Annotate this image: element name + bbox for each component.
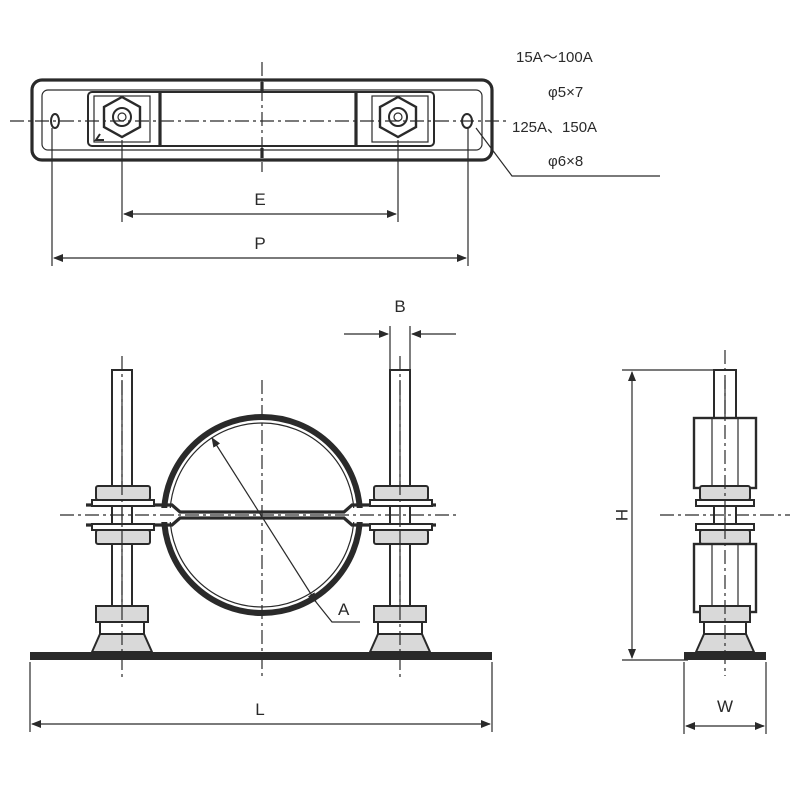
dim-E: E bbox=[121, 140, 399, 222]
dim-L: L bbox=[29, 662, 493, 732]
label-B: B bbox=[394, 297, 405, 316]
label-L: L bbox=[255, 700, 264, 719]
dim-W: W bbox=[683, 662, 767, 734]
side-view bbox=[660, 350, 790, 676]
note-hole-1: φ5×7 bbox=[548, 84, 583, 101]
note-hole-2: φ6×8 bbox=[548, 153, 583, 170]
label-E: E bbox=[254, 190, 265, 209]
bolt-right bbox=[368, 369, 433, 653]
label-W: W bbox=[717, 697, 733, 716]
front-base-plate bbox=[30, 652, 492, 660]
label-P: P bbox=[254, 234, 265, 253]
note-range-1: 15A～100A bbox=[516, 49, 593, 66]
dim-H: H bbox=[612, 369, 716, 661]
label-A: A bbox=[338, 600, 350, 619]
note-range-2: 125A、150A bbox=[512, 119, 597, 136]
top-nut-left bbox=[102, 95, 142, 139]
label-H: H bbox=[612, 509, 631, 521]
top-slot-left bbox=[50, 113, 60, 129]
top-view bbox=[10, 62, 660, 177]
dim-B: B bbox=[344, 297, 456, 372]
front-view: A bbox=[30, 356, 492, 680]
hole-leader bbox=[475, 127, 660, 177]
top-nut-right bbox=[378, 95, 418, 139]
dim-P: P bbox=[51, 128, 469, 266]
hole-notes: 15A～100A φ5×7 125A、150A φ6×8 bbox=[512, 49, 597, 170]
dim-A-line bbox=[211, 437, 317, 603]
